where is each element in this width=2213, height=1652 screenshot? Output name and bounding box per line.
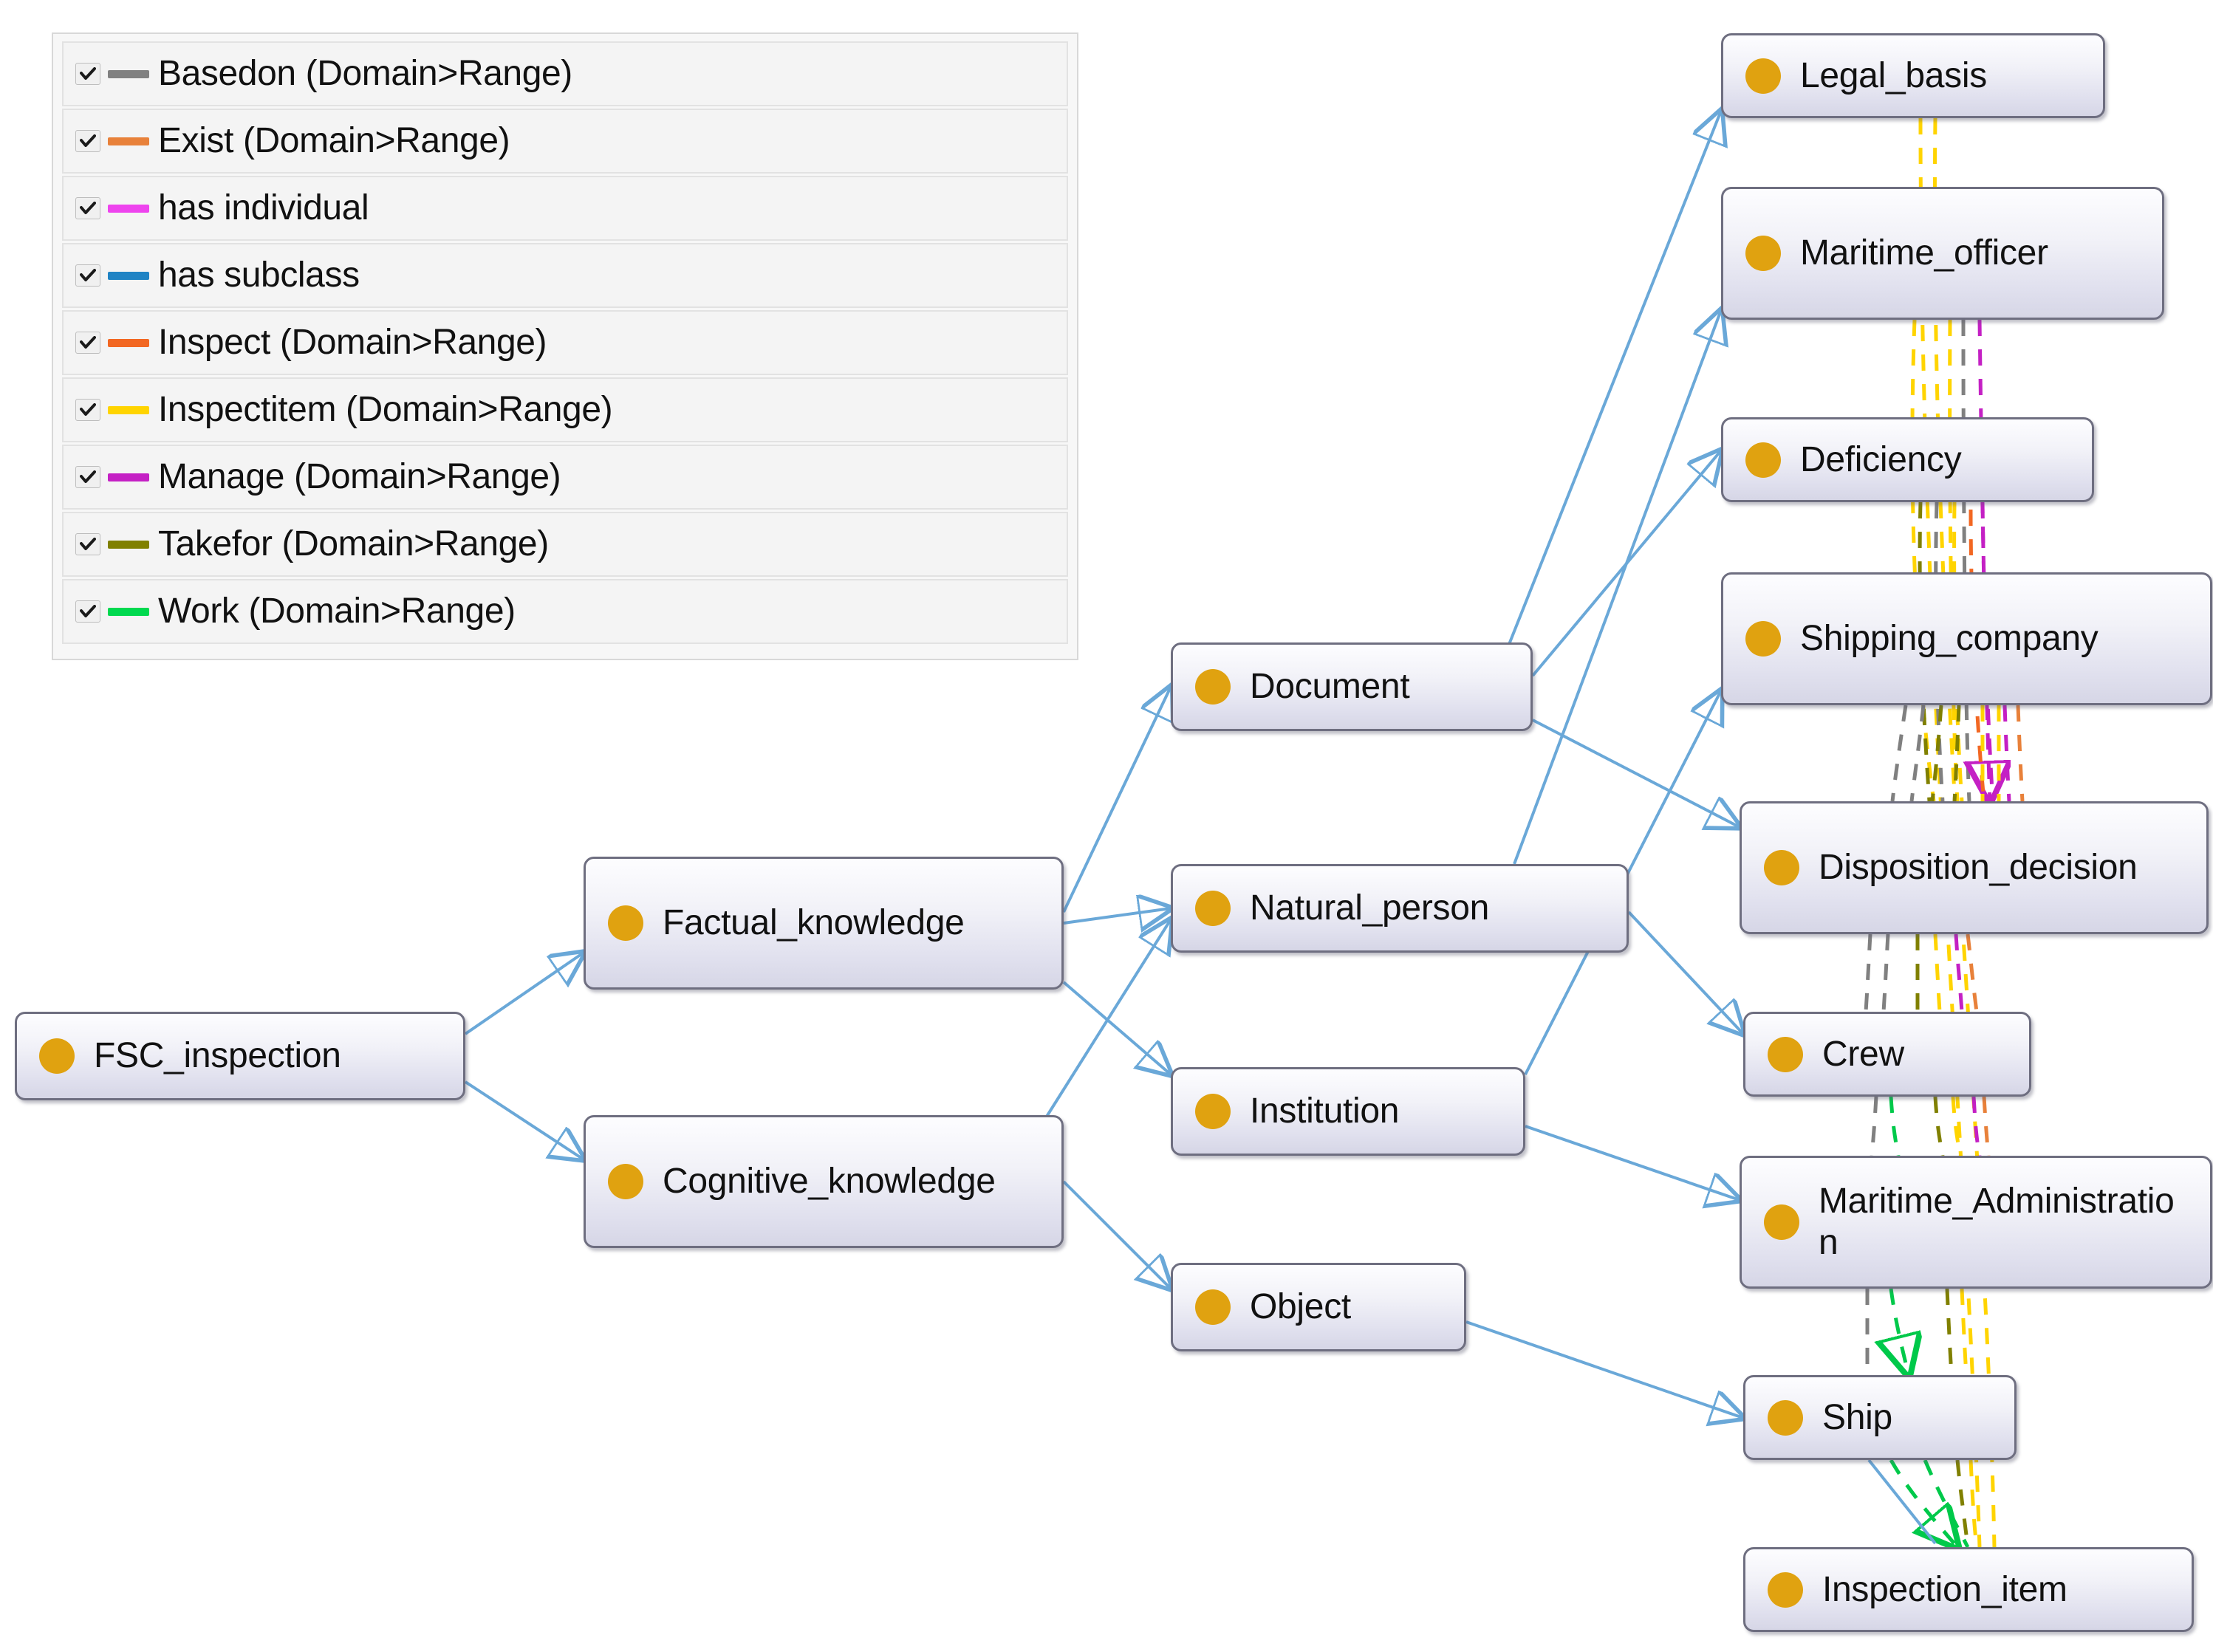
legend-color-swatch (108, 271, 149, 280)
graph-node-label: Cognitive_knowledge (663, 1162, 996, 1202)
graph-node-legal-basis[interactable]: Legal_basis (1721, 33, 2105, 118)
graph-node-label: Ship (1822, 1397, 1892, 1437)
legend-item-manage[interactable]: Manage (Domain>Range) (62, 445, 1068, 510)
legend-item-label: Inspect (Domain>Range) (158, 323, 547, 362)
graph-node-label: Factual_knowledge (663, 903, 965, 943)
class-dot-icon (39, 1038, 75, 1074)
checkbox-checked-icon[interactable] (75, 600, 100, 623)
class-dot-icon (1768, 1036, 1803, 1072)
legend-item-label: has subclass (158, 256, 360, 295)
class-dot-icon (608, 1164, 643, 1199)
class-dot-icon (1764, 1204, 1799, 1240)
checkbox-checked-icon[interactable] (75, 466, 100, 488)
graph-node-object[interactable]: Object (1171, 1263, 1466, 1351)
legend-color-swatch (108, 473, 149, 481)
legend-item-has-individual[interactable]: has individual (62, 176, 1068, 241)
legend-color-swatch (108, 540, 149, 549)
legend-item-label: has individual (158, 188, 369, 227)
class-dot-icon (1745, 236, 1781, 271)
legend-item-has-subclass[interactable]: has subclass (62, 243, 1068, 308)
class-dot-icon (1195, 669, 1231, 705)
legend-item-inspectitem[interactable]: Inspectitem (Domain>Range) (62, 377, 1068, 442)
legend-item-label: Inspectitem (Domain>Range) (158, 390, 613, 429)
class-dot-icon (1764, 850, 1799, 885)
legend-item-basedon[interactable]: Basedon (Domain>Range) (62, 41, 1068, 106)
legend-item-exist[interactable]: Exist (Domain>Range) (62, 109, 1068, 174)
legend-item-label: Exist (Domain>Range) (158, 121, 510, 160)
class-dot-icon (1745, 58, 1781, 94)
class-dot-icon (1195, 1289, 1231, 1325)
graph-node-label: Object (1250, 1287, 1351, 1327)
legend-color-swatch (108, 607, 149, 616)
legend-item-label: Manage (Domain>Range) (158, 457, 561, 496)
graph-node-maritime-officer[interactable]: Maritime_officer (1721, 187, 2164, 320)
legend-item-label: Basedon (Domain>Range) (158, 54, 572, 93)
graph-node-label: Shipping_company (1800, 619, 2099, 659)
legend-item-label: Work (Domain>Range) (158, 592, 516, 631)
graph-node-inspection-item[interactable]: Inspection_item (1743, 1547, 2194, 1632)
graph-node-label: Natural_person (1250, 888, 1489, 928)
legend-item-label: Takefor (Domain>Range) (158, 524, 549, 563)
graph-node-label: Disposition_decision (1819, 848, 2138, 888)
graph-node-label: Legal_basis (1800, 55, 1987, 95)
legend-color-swatch (108, 204, 149, 213)
legend-color-swatch (108, 137, 149, 145)
graph-node-factual-knowledge[interactable]: Factual_knowledge (584, 857, 1064, 990)
extra-subclass-arrows (1867, 1459, 1937, 1545)
relationship-legend[interactable]: Basedon (Domain>Range) Exist (Domain>Ran… (52, 32, 1078, 660)
class-dot-icon (1768, 1572, 1803, 1608)
graph-node-natural-person[interactable]: Natural_person (1171, 864, 1629, 953)
class-dot-icon (608, 905, 643, 941)
checkbox-checked-icon[interactable] (75, 63, 100, 85)
graph-node-crew[interactable]: Crew (1743, 1012, 2031, 1097)
legend-item-takefor[interactable]: Takefor (Domain>Range) (62, 512, 1068, 577)
graph-node-label: Document (1250, 667, 1410, 707)
graph-node-cognitive-knowledge[interactable]: Cognitive_knowledge (584, 1115, 1064, 1248)
legend-item-inspect[interactable]: Inspect (Domain>Range) (62, 310, 1068, 375)
graph-node-disposition-decision[interactable]: Disposition_decision (1740, 801, 2209, 934)
checkbox-checked-icon[interactable] (75, 130, 100, 152)
checkbox-checked-icon[interactable] (75, 197, 100, 219)
graph-node-fsc-inspection[interactable]: FSC_inspection (15, 1012, 465, 1100)
graph-node-shipping-company[interactable]: Shipping_company (1721, 572, 2212, 705)
legend-color-swatch (108, 405, 149, 414)
checkbox-checked-icon[interactable] (75, 399, 100, 421)
graph-node-label: Institution (1250, 1091, 1400, 1131)
class-dot-icon (1195, 891, 1231, 926)
graph-node-maritime-administration[interactable]: Maritime_Administration (1740, 1156, 2212, 1289)
class-dot-icon (1195, 1094, 1231, 1129)
graph-node-label: FSC_inspection (94, 1036, 341, 1076)
checkbox-checked-icon[interactable] (75, 533, 100, 555)
class-dot-icon (1768, 1399, 1803, 1436)
graph-node-ship[interactable]: Ship (1743, 1375, 2017, 1460)
class-dot-icon (1745, 442, 1781, 478)
class-dot-icon (1745, 621, 1781, 657)
checkbox-checked-icon[interactable] (75, 332, 100, 354)
legend-color-swatch (108, 338, 149, 347)
graph-node-label: Maritime_Administration (1819, 1182, 2175, 1262)
graph-node-label: Maritime_officer (1800, 233, 2048, 273)
legend-color-swatch (108, 69, 149, 78)
checkbox-checked-icon[interactable] (75, 264, 100, 287)
graph-node-institution[interactable]: Institution (1171, 1067, 1525, 1156)
graph-node-label: Inspection_item (1822, 1569, 2067, 1609)
graph-node-deficiency[interactable]: Deficiency (1721, 417, 2094, 502)
graph-node-label: Crew (1822, 1034, 1904, 1074)
graph-node-label: Deficiency (1800, 439, 1962, 479)
graph-node-document[interactable]: Document (1171, 642, 1533, 731)
legend-item-work[interactable]: Work (Domain>Range) (62, 579, 1068, 644)
